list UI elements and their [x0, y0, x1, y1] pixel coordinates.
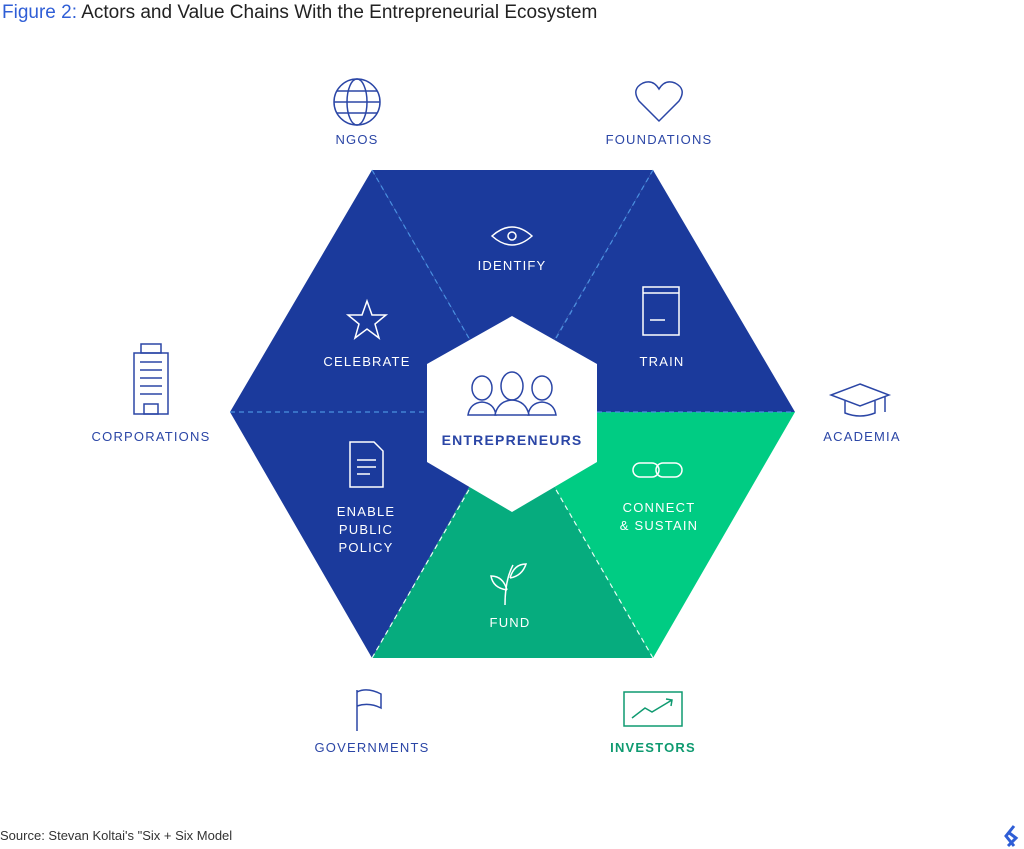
toptal-logo-icon [1004, 825, 1019, 848]
segment-identify [372, 170, 653, 412]
actor-governments: GOVERNMENTS [314, 740, 430, 755]
actor-corporations: CORPORATIONS [91, 429, 211, 444]
people-icon [467, 371, 557, 416]
heart-icon [635, 81, 683, 123]
actor-ngos: NGOS [335, 132, 379, 147]
stage-connect-sustain: CONNECT & SUSTAIN [619, 500, 699, 533]
segment-connect [512, 412, 795, 658]
book-icon [642, 286, 680, 336]
graduation-cap-icon [828, 383, 892, 417]
center-label: ENTREPRENEURS [441, 432, 583, 448]
stage-enable-public-policy: ENABLE PUBLIC POLICY [336, 504, 396, 555]
actor-foundations: FOUNDATIONS [605, 132, 713, 147]
figure-title: Figure 2: Actors and Value Chains With t… [2, 2, 598, 23]
stage-identify: IDENTIFY [477, 258, 547, 273]
segment-celebrate [230, 170, 512, 412]
stage-train: TRAIN [639, 354, 685, 369]
building-icon [133, 343, 169, 415]
segment-train [512, 170, 795, 412]
hexagon [230, 169, 795, 659]
globe-icon [333, 78, 381, 126]
actor-academia: ACADEMIA [823, 429, 901, 444]
actor-investors: INVESTORS [610, 740, 696, 755]
chart-icon [623, 691, 683, 727]
eye-icon [490, 226, 534, 246]
sprout-icon [490, 563, 528, 606]
segment-policy [230, 412, 512, 658]
document-icon [349, 441, 384, 488]
source-note: Source: Stevan Koltai's "Six + Six Model [0, 828, 233, 843]
stage-fund: FUND [489, 615, 531, 630]
stage-celebrate: CELEBRATE [323, 354, 411, 369]
star-icon [345, 298, 389, 340]
segment-fund [372, 412, 653, 658]
flag-icon [356, 689, 382, 731]
link-icon [632, 462, 683, 478]
